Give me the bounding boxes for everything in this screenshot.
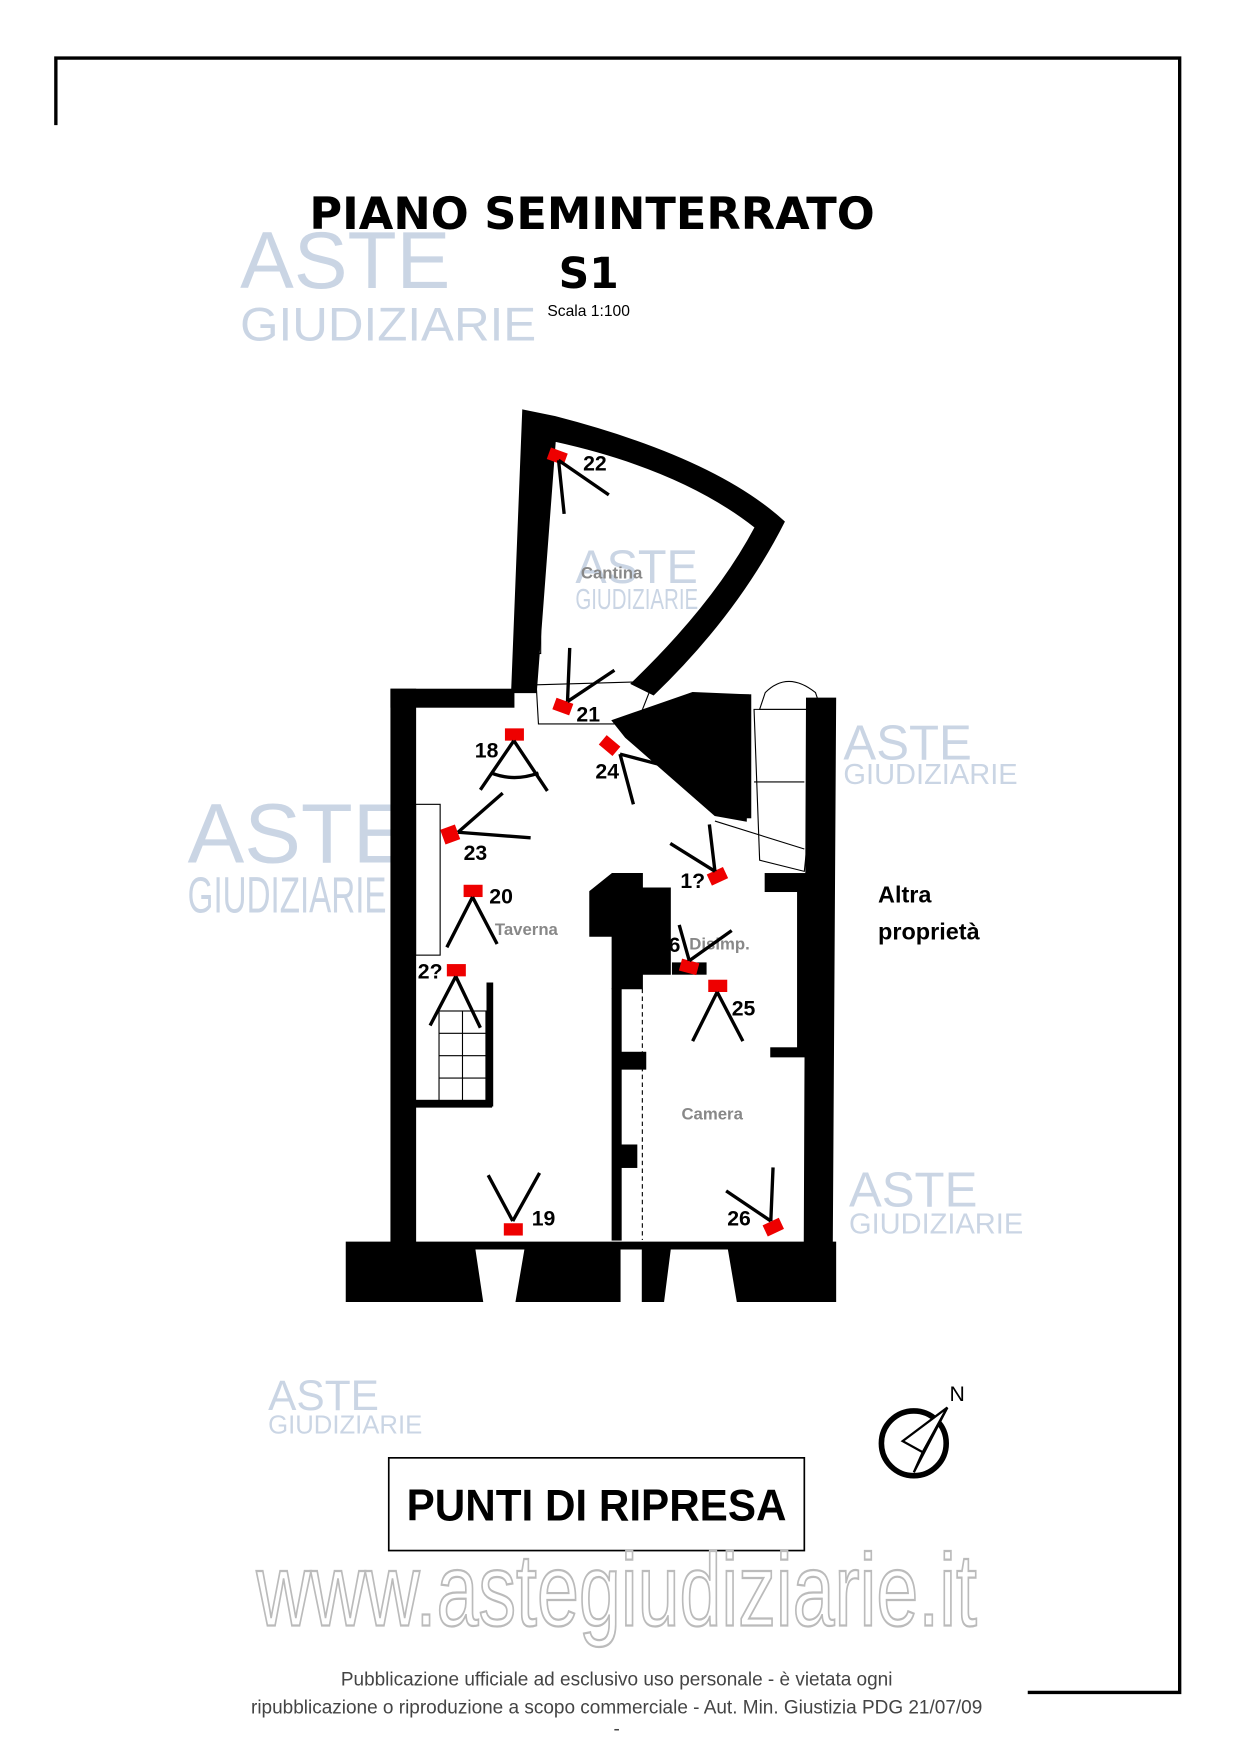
sheet-frame xyxy=(54,56,1182,1695)
svg-text:19: 19 xyxy=(532,1207,556,1230)
level-label: S1 xyxy=(559,250,619,299)
camera-point-1[interactable]: 1? xyxy=(669,824,729,893)
legend-box: PUNTI DI RIPRESA xyxy=(387,1457,806,1552)
room-label-cantina: Cantina xyxy=(581,564,643,583)
neighbor-label: Altra xyxy=(878,882,932,908)
svg-text:23: 23 xyxy=(464,842,488,865)
svg-text:GIUDIZIARIE: GIUDIZIARIE xyxy=(240,299,536,351)
camera-point-23[interactable]: 23 xyxy=(440,791,531,865)
svg-text:GIUDIZIARIE: GIUDIZIARIE xyxy=(849,1208,1023,1240)
svg-text:16: 16 xyxy=(657,934,681,957)
url-watermark: www.astegiudiziarie.it xyxy=(256,1532,977,1647)
camera-point-21[interactable]: 21 xyxy=(552,647,616,727)
camera-point-25[interactable]: 25 xyxy=(691,979,756,1042)
watermark-logo: ASTE GIUDIZIARIE ASTE GIUDIZIARIE ASTE G… xyxy=(188,216,1024,1439)
walls xyxy=(345,409,837,1303)
svg-text:ASTE: ASTE xyxy=(575,541,698,593)
svg-text:GIUDIZIARIE: GIUDIZIARIE xyxy=(188,866,387,924)
north-arrow-icon: N xyxy=(878,1383,965,1479)
footer-line-2: ripubblicazione o riproduzione a scopo c… xyxy=(251,1698,982,1719)
svg-text:PUNTI DI RIPRESA: PUNTI DI RIPRESA xyxy=(407,1481,787,1530)
svg-text:25: 25 xyxy=(732,997,756,1020)
stairs xyxy=(415,541,822,1241)
svg-text:2?: 2? xyxy=(418,961,443,984)
neighbor-label-2: proprietà xyxy=(878,919,981,945)
svg-text:ASTE: ASTE xyxy=(240,216,450,306)
camera-point-18[interactable]: 18 xyxy=(475,728,549,792)
svg-text:20: 20 xyxy=(489,886,513,909)
footer-line-3: - xyxy=(613,1719,619,1740)
camera-point-2[interactable]: 2? xyxy=(418,961,482,1029)
svg-text:24: 24 xyxy=(595,761,619,784)
svg-text:ASTE: ASTE xyxy=(268,1372,379,1419)
svg-text:GIUDIZIARIE: GIUDIZIARIE xyxy=(575,584,698,616)
svg-text:GIUDIZIARIE: GIUDIZIARIE xyxy=(843,759,1017,791)
svg-text:21: 21 xyxy=(576,704,600,727)
svg-text:ASTE: ASTE xyxy=(843,717,971,771)
room-label-camera: Camera xyxy=(681,1104,743,1123)
svg-text:N: N xyxy=(950,1383,965,1406)
svg-text:ASTE: ASTE xyxy=(188,785,410,880)
svg-text:1?: 1? xyxy=(680,870,705,893)
camera-point-19[interactable]: 19 xyxy=(486,1172,556,1236)
scale-label: Scala 1:100 xyxy=(547,303,630,320)
camera-points: 22 21 18 24 23 1? 20 16 2? 25 19 26 xyxy=(418,447,784,1237)
camera-point-22[interactable]: 22 xyxy=(546,447,610,515)
svg-text:ASTE: ASTE xyxy=(849,1163,977,1217)
camera-point-24[interactable]: 24 xyxy=(595,735,685,805)
camera-point-16[interactable]: 16 xyxy=(657,924,733,976)
camera-point-26[interactable]: 26 xyxy=(725,1167,784,1237)
footer-line-1: Pubblicazione ufficiale ad esclusivo uso… xyxy=(341,1670,893,1691)
room-label-taverna: Taverna xyxy=(495,920,559,939)
svg-text:26: 26 xyxy=(727,1207,751,1230)
svg-text:22: 22 xyxy=(583,452,607,475)
svg-text:GIUDIZIARIE: GIUDIZIARIE xyxy=(268,1411,422,1439)
page-title: PIANO SEMINTERRATO xyxy=(309,188,874,240)
camera-point-20[interactable]: 20 xyxy=(445,884,513,949)
svg-text:18: 18 xyxy=(475,739,499,762)
